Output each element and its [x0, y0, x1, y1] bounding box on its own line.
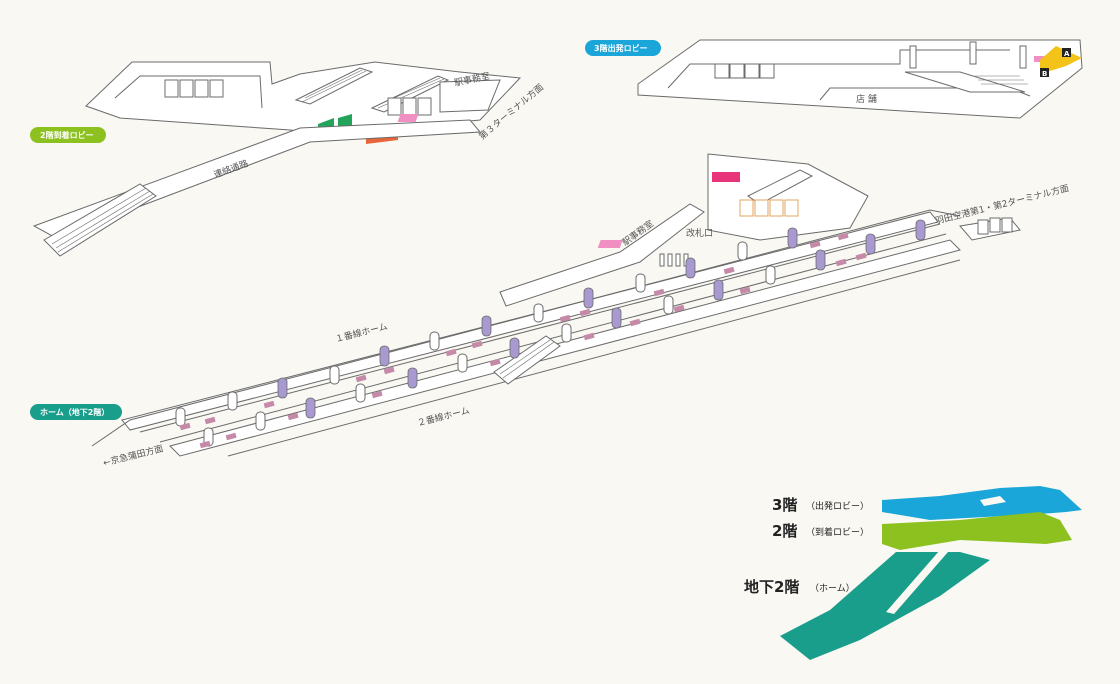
purple-pillar	[407, 367, 418, 389]
legend-floor2-small: （到着ロビー）	[806, 526, 869, 538]
purple-pillar	[815, 249, 826, 271]
legend-floor2-shape	[882, 512, 1072, 550]
floor2-office-block	[439, 79, 501, 113]
platform-plan: 駅事務室 改札口	[91, 153, 1070, 469]
marker-b	[1040, 68, 1049, 77]
floor2-tag-bg	[30, 127, 106, 143]
purple-pillar	[509, 337, 520, 359]
floorB2-tag-bg	[30, 404, 122, 420]
purple-pillar	[305, 397, 316, 419]
purple-pillar	[865, 233, 876, 255]
floor2-counters	[164, 79, 432, 116]
white-pillar	[737, 241, 748, 261]
purple-pillar	[583, 287, 594, 309]
platform-purple-pillars	[277, 219, 926, 419]
floor3-escalator	[904, 71, 1026, 93]
legend-floorB2-shape	[780, 552, 990, 660]
white-pillar	[533, 303, 544, 323]
track-line-1	[139, 223, 941, 433]
legend-floor2-big: 2階	[772, 522, 797, 540]
purple-pillar	[713, 279, 724, 301]
floor2-tag-label: 2階到着ロビー	[40, 130, 94, 140]
purple-pillar	[685, 257, 696, 279]
platform2	[169, 239, 961, 457]
platform-outer-edge-bottom	[227, 259, 961, 457]
platform-escalator-steps	[499, 339, 555, 379]
white-pillar	[663, 295, 674, 315]
concourse-counters	[739, 199, 799, 217]
ticket-gate-bars	[659, 253, 689, 267]
floor3-yellow-marker	[1040, 46, 1082, 74]
floor3-pillars	[909, 41, 1027, 69]
white-pillar	[561, 323, 572, 343]
floor3-escalator-steps	[975, 75, 1028, 85]
legend-floorB2-big: 地下2階	[744, 578, 799, 596]
floor-legend: 3階 （出発ロビー） 2階 （到着ロビー） 地下2階 （ホーム）	[744, 486, 1082, 660]
station-office-ramp	[499, 203, 705, 307]
floor3-tag: 3階出発ロビー	[585, 40, 661, 56]
platform-end-counters	[977, 217, 1013, 235]
floor2-plan: 駅事務室 第３ターミナル方面 連絡通路	[32, 61, 546, 257]
floor2-escalator-down-steps	[51, 187, 154, 253]
platform-outer-edge-top	[91, 209, 961, 447]
legend-floorB2-small: （ホーム）	[810, 583, 855, 594]
floor3-shops-label: 店 舗	[856, 93, 877, 105]
concourse-block	[707, 153, 869, 241]
purple-pillar	[481, 315, 492, 337]
white-pillar	[635, 273, 646, 293]
purple-pillar	[787, 227, 798, 249]
white-pillar	[255, 411, 266, 431]
legend-floor3-hole	[980, 496, 1006, 506]
marker-a	[1062, 48, 1071, 57]
floor3-plan: 店 舗 A B	[637, 39, 1083, 119]
floor2-inner-wall	[114, 75, 263, 109]
marker-a-label: A	[1064, 50, 1070, 58]
white-pillar	[429, 331, 440, 351]
white-pillar	[457, 353, 468, 373]
platform-escalator	[493, 335, 561, 385]
legend-floor3-big: 3階	[772, 496, 797, 514]
floor2-escalator-1-steps	[301, 69, 367, 103]
keikyu-direction-label: ←京急蒲田方面	[102, 442, 165, 469]
white-pillar	[355, 383, 366, 403]
purple-pillar	[379, 345, 390, 367]
floor3-counters	[714, 63, 775, 79]
legend-floorB2-ramp	[886, 550, 948, 614]
purple-pillar	[611, 307, 622, 329]
white-pillar	[227, 391, 238, 411]
floorB2-tag: ホーム（地下2階）	[30, 404, 122, 420]
platform2-label: ２番線ホーム	[416, 404, 471, 429]
floor3-outline	[637, 39, 1083, 119]
floor3-tag-label: 3階出発ロビー	[594, 43, 648, 53]
track-line-2	[159, 233, 947, 443]
floor3-wall	[667, 49, 1010, 89]
marker-b-label: B	[1042, 70, 1047, 78]
white-pillar	[765, 265, 776, 285]
concourse-magenta-sign	[712, 172, 740, 182]
purple-pillar	[915, 219, 926, 241]
ticket-gate-label: 改札口	[686, 227, 713, 239]
white-pillar	[175, 407, 186, 427]
legend-floor3-small: （出発ロビー）	[806, 500, 869, 512]
ticket-gate-pink-marker	[597, 240, 623, 248]
platform1-label: １番線ホーム	[334, 320, 389, 345]
floorB2-tag-label: ホーム（地下2階）	[40, 407, 109, 417]
floor2-pink-marker	[397, 114, 419, 122]
floor3-tag-bg	[585, 40, 661, 56]
white-pillar	[329, 365, 340, 385]
purple-pillar	[277, 377, 288, 399]
floor2-tag: 2階到着ロビー	[30, 127, 106, 143]
